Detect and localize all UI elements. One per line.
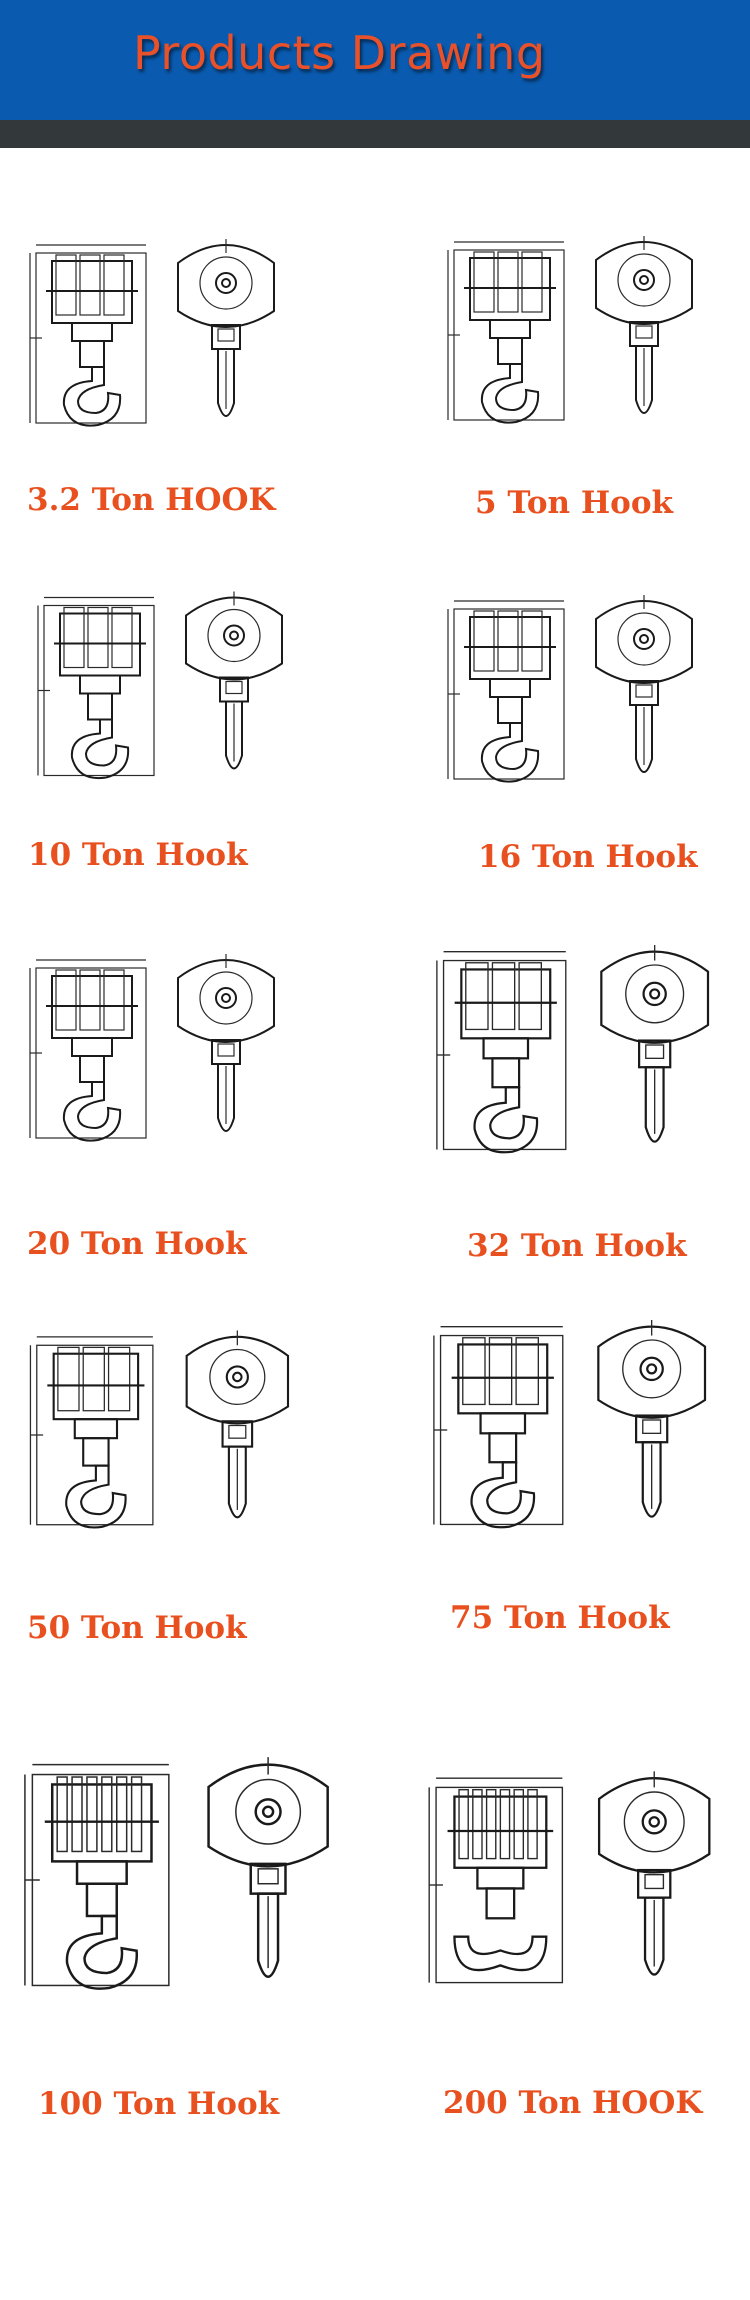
hook-drawing-icon [22, 928, 292, 1178]
product-label: 5 Ton Hook [475, 485, 674, 521]
ramshorn-hook-drawing-icon [420, 1740, 730, 2030]
product-label: 200 Ton HOOK [443, 2085, 703, 2121]
product-label: 75 Ton Hook [450, 1600, 670, 1636]
hook-drawing-icon [428, 930, 728, 1180]
hook-drawing-icon [425, 1300, 725, 1560]
hook-drawing-icon [440, 580, 710, 808]
hook-drawing-icon [22, 228, 292, 448]
hook-drawing-icon [22, 1305, 307, 1565]
product-label: 32 Ton Hook [467, 1228, 687, 1264]
product-label: 16 Ton Hook [478, 839, 698, 875]
page-header [0, 0, 750, 120]
page-title: Products Drawing [133, 26, 546, 80]
product-label: 100 Ton Hook [38, 2086, 280, 2122]
hook-drawing-icon [440, 225, 710, 445]
product-label: 50 Ton Hook [27, 1610, 247, 1646]
hook-drawing-icon [30, 578, 300, 803]
product-label: 10 Ton Hook [28, 837, 248, 873]
header-divider-bar [0, 120, 750, 148]
product-label: 3.2 Ton HOOK [27, 482, 276, 518]
product-label: 20 Ton Hook [27, 1226, 247, 1262]
double-hook-drawing-icon [15, 1730, 350, 2030]
